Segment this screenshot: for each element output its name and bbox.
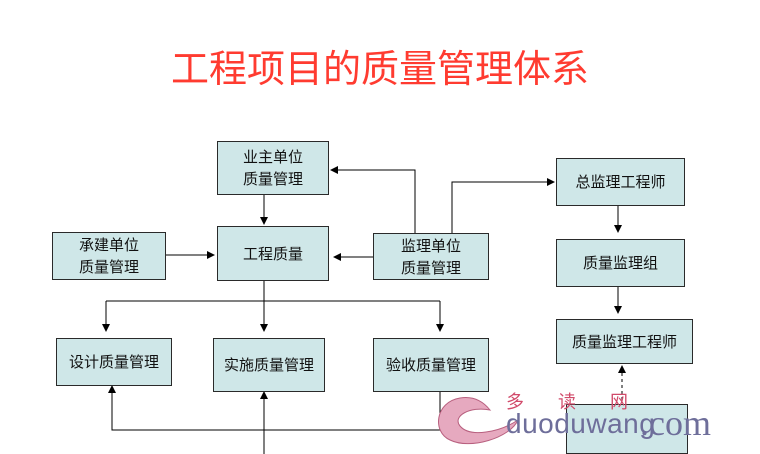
watermark-logo-icon bbox=[438, 397, 520, 444]
node-construction-label: 实施质量管理 bbox=[223, 356, 314, 374]
node-quality-engineer: 质量监理工程师 bbox=[556, 319, 693, 364]
node-chief-supervisor-label: 总监理工程师 bbox=[575, 173, 666, 191]
diagram-title: 工程项目的质量管理体系 bbox=[170, 47, 589, 91]
node-quality-engineer-label: 质量监理工程师 bbox=[571, 332, 677, 351]
node-supervisor-line2: 质量管理 bbox=[400, 258, 461, 277]
arrow-supervisor-to-owner bbox=[330, 166, 416, 233]
node-quality-group-label: 质量监理组 bbox=[582, 254, 658, 272]
node-supervisor-line1: 监理单位 bbox=[400, 236, 461, 255]
node-owner-line1: 业主单位 bbox=[242, 148, 303, 166]
watermark-chinese: 多读网 bbox=[506, 392, 662, 413]
node-construction-quality: 实施质量管理 bbox=[213, 338, 325, 392]
watermark-latin: duoduwang bbox=[506, 408, 656, 439]
watermark-suffix: .com bbox=[640, 403, 711, 443]
node-design-label: 设计质量管理 bbox=[68, 353, 159, 371]
node-acceptance-label: 验收质量管理 bbox=[385, 356, 476, 374]
node-contractor-quality: 承建单位质量管理 bbox=[52, 232, 166, 280]
node-project-quality-label: 工程质量 bbox=[242, 244, 303, 263]
node-owner-line2: 质量管理 bbox=[242, 170, 303, 188]
node-quality-group: 质量监理组 bbox=[556, 239, 685, 287]
node-owner-quality: 业主单位质量管理 bbox=[217, 141, 329, 195]
node-partial-bottom bbox=[566, 404, 688, 454]
node-contractor-line2: 质量管理 bbox=[78, 258, 139, 276]
node-supervisor-quality: 监理单位质量管理 bbox=[373, 233, 489, 280]
node-acceptance-quality: 验收质量管理 bbox=[373, 338, 489, 392]
node-chief-supervisor: 总监理工程师 bbox=[556, 158, 685, 206]
node-project-quality: 工程质量 bbox=[217, 226, 329, 281]
arrow-supervisor-to-chief bbox=[451, 178, 555, 233]
node-design-quality: 设计质量管理 bbox=[56, 338, 172, 386]
arrow-feedback-to-design bbox=[108, 385, 441, 431]
node-contractor-line1: 承建单位 bbox=[78, 236, 139, 254]
